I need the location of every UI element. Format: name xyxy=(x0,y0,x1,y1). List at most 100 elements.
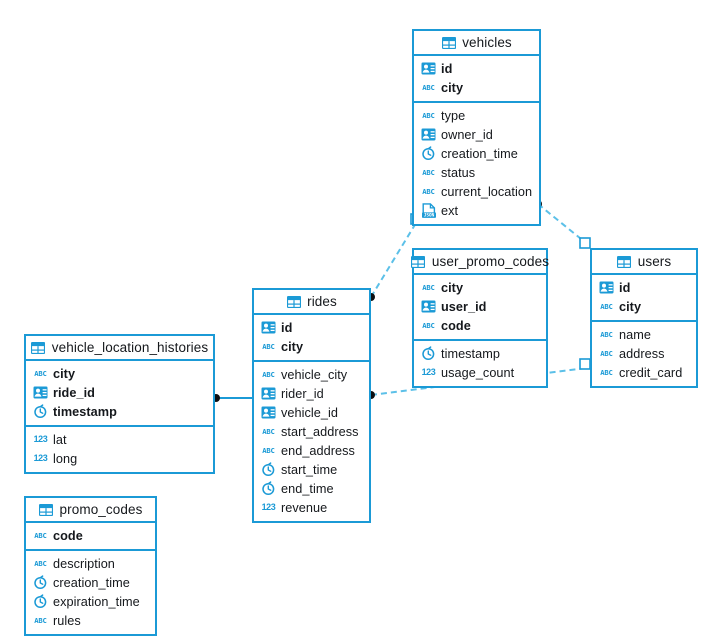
clock-icon xyxy=(421,346,436,361)
id-badge-icon xyxy=(261,386,276,401)
column-label: start_address xyxy=(281,424,359,439)
column-rider_id[interactable]: rider_id xyxy=(254,384,369,403)
table-name: promo_codes xyxy=(59,502,143,517)
abc-string-icon: ABC xyxy=(422,167,435,177)
id-badge-icon xyxy=(421,299,436,314)
abc-string-icon: ABC xyxy=(600,329,613,339)
column-label: code xyxy=(53,528,83,543)
column-label: vehicle_id xyxy=(281,405,338,420)
column-code[interactable]: ABC code xyxy=(414,316,546,335)
column-label: code xyxy=(441,318,471,333)
column-start_time[interactable]: start_time xyxy=(254,460,369,479)
column-user_id[interactable]: user_id xyxy=(414,297,546,316)
column-label: owner_id xyxy=(441,127,493,142)
abc-string-icon: ABC xyxy=(422,110,435,120)
relationship-line xyxy=(537,203,587,244)
column-label: city xyxy=(441,80,464,95)
column-end_time[interactable]: end_time xyxy=(254,479,369,498)
column-timestamp[interactable]: timestamp xyxy=(26,402,213,421)
column-label: city xyxy=(53,366,76,381)
relationship-rides-to-vehicle-location-histories[interactable] xyxy=(212,394,252,402)
column-name[interactable]: ABC name xyxy=(592,325,696,344)
table-grid-icon xyxy=(39,502,54,517)
column-label: city xyxy=(441,280,464,295)
column-label: rules xyxy=(53,613,81,628)
id-badge-icon xyxy=(421,127,436,142)
column-vehicle_id[interactable]: vehicle_id xyxy=(254,403,369,422)
relationship-line xyxy=(370,222,417,298)
relationship-vehicles-to-users[interactable] xyxy=(534,200,591,249)
abc-string-icon: ABC xyxy=(600,301,613,311)
column-label: creation_time xyxy=(53,575,130,590)
column-owner_id[interactable]: owner_id xyxy=(414,125,539,144)
column-label: name xyxy=(619,327,651,342)
abc-string-icon: ABC xyxy=(262,426,275,436)
column-label: usage_count xyxy=(441,365,515,380)
abc-string-icon: ABC xyxy=(600,367,613,377)
column-id[interactable]: id xyxy=(254,318,369,337)
column-label: vehicle_city xyxy=(281,367,348,382)
column-vehicle_city[interactable]: ABC vehicle_city xyxy=(254,365,369,384)
abc-string-icon: ABC xyxy=(422,186,435,196)
column-label: id xyxy=(281,320,293,335)
column-creation_time[interactable]: creation_time xyxy=(414,144,539,163)
table-header: vehicle_location_histories xyxy=(26,336,213,361)
column-label: long xyxy=(53,451,78,466)
column-id[interactable]: id xyxy=(592,278,696,297)
clock-icon xyxy=(33,404,48,419)
column-label: rider_id xyxy=(281,386,324,401)
column-ride_id[interactable]: ride_id xyxy=(26,383,213,402)
abc-string-icon: ABC xyxy=(262,445,275,455)
abc-string-icon: ABC xyxy=(262,369,275,379)
clock-icon xyxy=(421,146,436,161)
column-id[interactable]: id xyxy=(414,59,539,78)
relationship-endpoint-square xyxy=(579,358,591,370)
column-city[interactable]: ABC city xyxy=(26,364,213,383)
table-header: rides xyxy=(254,290,369,315)
123-number-icon: 123 xyxy=(261,502,276,512)
column-creation_time[interactable]: creation_time xyxy=(26,573,155,592)
abc-string-icon: ABC xyxy=(422,320,435,330)
column-label: id xyxy=(441,61,453,76)
123-number-icon: 123 xyxy=(33,434,48,444)
table-grid-icon xyxy=(441,35,456,50)
abc-string-icon: ABC xyxy=(34,368,47,378)
column-timestamp[interactable]: timestamp xyxy=(414,344,546,363)
column-start_address[interactable]: ABC start_address xyxy=(254,422,369,441)
column-expiration_time[interactable]: expiration_time xyxy=(26,592,155,611)
clock-icon xyxy=(261,462,276,477)
table-header: user_promo_codes xyxy=(411,250,549,275)
